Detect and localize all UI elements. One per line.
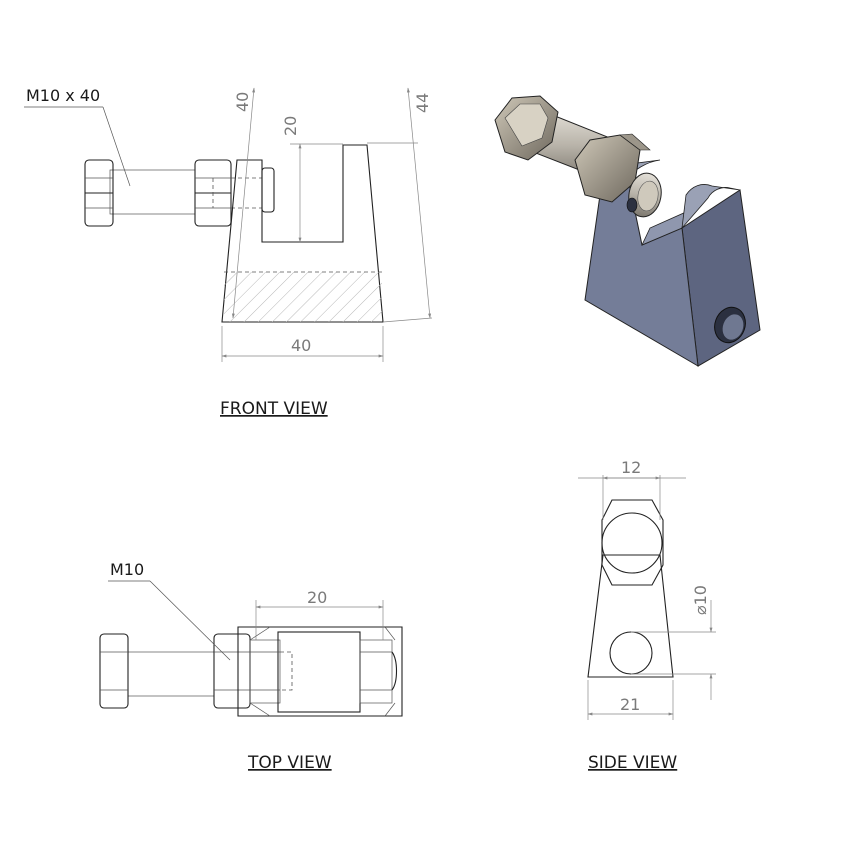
top-bolt-head bbox=[99, 633, 129, 709]
dim-side-hole-dia: ⌀10 bbox=[691, 585, 710, 615]
front-nut bbox=[194, 159, 232, 227]
dim-side-top-width: 12 bbox=[621, 458, 641, 477]
front-bolt-shank bbox=[109, 169, 196, 215]
side-nut bbox=[601, 499, 664, 586]
front-view-title: FRONT VIEW bbox=[220, 399, 328, 419]
top-bracket-outline bbox=[237, 626, 403, 717]
top-view-title: TOP VIEW bbox=[247, 753, 332, 773]
dim-front-slot-depth: 20 bbox=[281, 116, 300, 136]
dim-top-slot-width: 20 bbox=[307, 588, 327, 607]
top-bolt-shank bbox=[127, 651, 215, 697]
nut-callout: M10 bbox=[110, 560, 144, 579]
front-view: 40 44 20 40 M10 x 40 FRONT VIEW bbox=[24, 86, 433, 419]
side-hole bbox=[609, 631, 653, 675]
top-view: 20 M10 TOP VIEW bbox=[99, 560, 403, 773]
bolt-callout: M10 x 40 bbox=[26, 86, 100, 105]
dim-side-base-width: 21 bbox=[620, 695, 640, 714]
isometric-view bbox=[494, 95, 761, 367]
front-bracket-hatch bbox=[224, 272, 382, 322]
front-bolt-head bbox=[84, 159, 114, 227]
iso-nut bbox=[574, 133, 651, 203]
side-view-title: SIDE VIEW bbox=[588, 753, 677, 773]
front-pin-end bbox=[261, 167, 275, 213]
side-view: 12 ⌀10 21 SIDE VIEW bbox=[578, 458, 716, 773]
iso-bolt-head bbox=[494, 95, 559, 161]
dim-front-height-left: 40 bbox=[233, 92, 252, 112]
dim-front-width: 40 bbox=[291, 336, 311, 355]
top-nut bbox=[213, 633, 251, 709]
dim-front-height-right: 44 bbox=[413, 93, 432, 113]
